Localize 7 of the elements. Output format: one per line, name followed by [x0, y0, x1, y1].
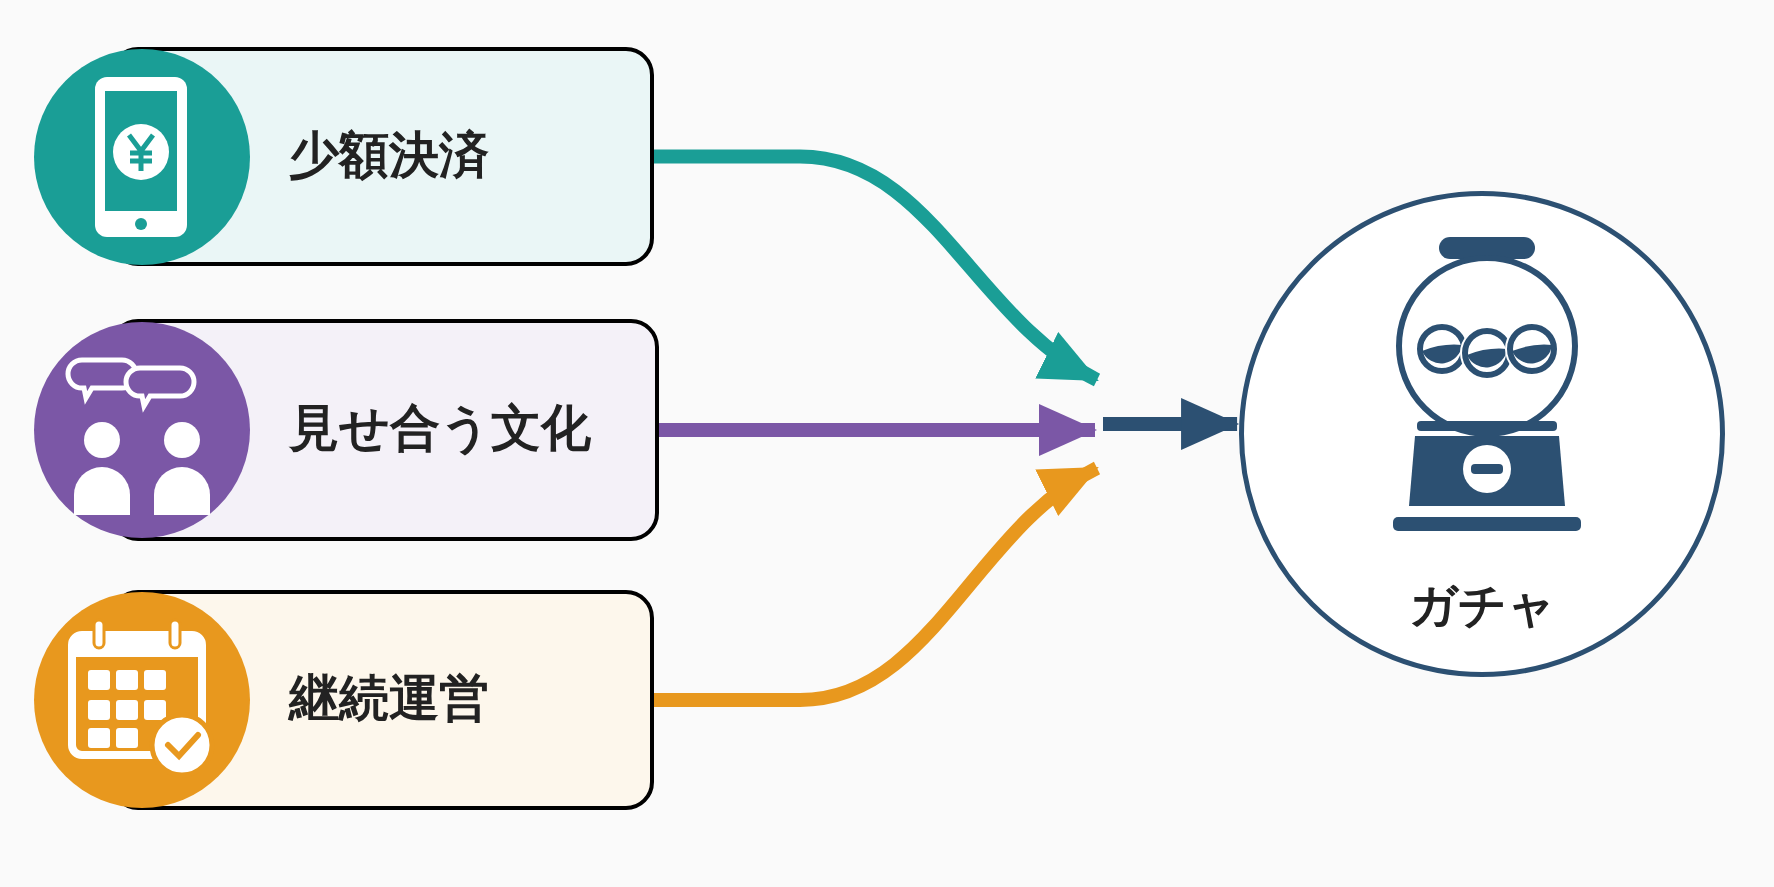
arrow [654, 149, 1101, 387]
arrow [1103, 398, 1240, 450]
node-label: 少額決済 [289, 129, 489, 180]
node-label: 継続運営 [289, 673, 489, 723]
arrow [659, 404, 1097, 456]
node-label: ガチャ [1407, 581, 1557, 629]
arrow [654, 461, 1101, 707]
